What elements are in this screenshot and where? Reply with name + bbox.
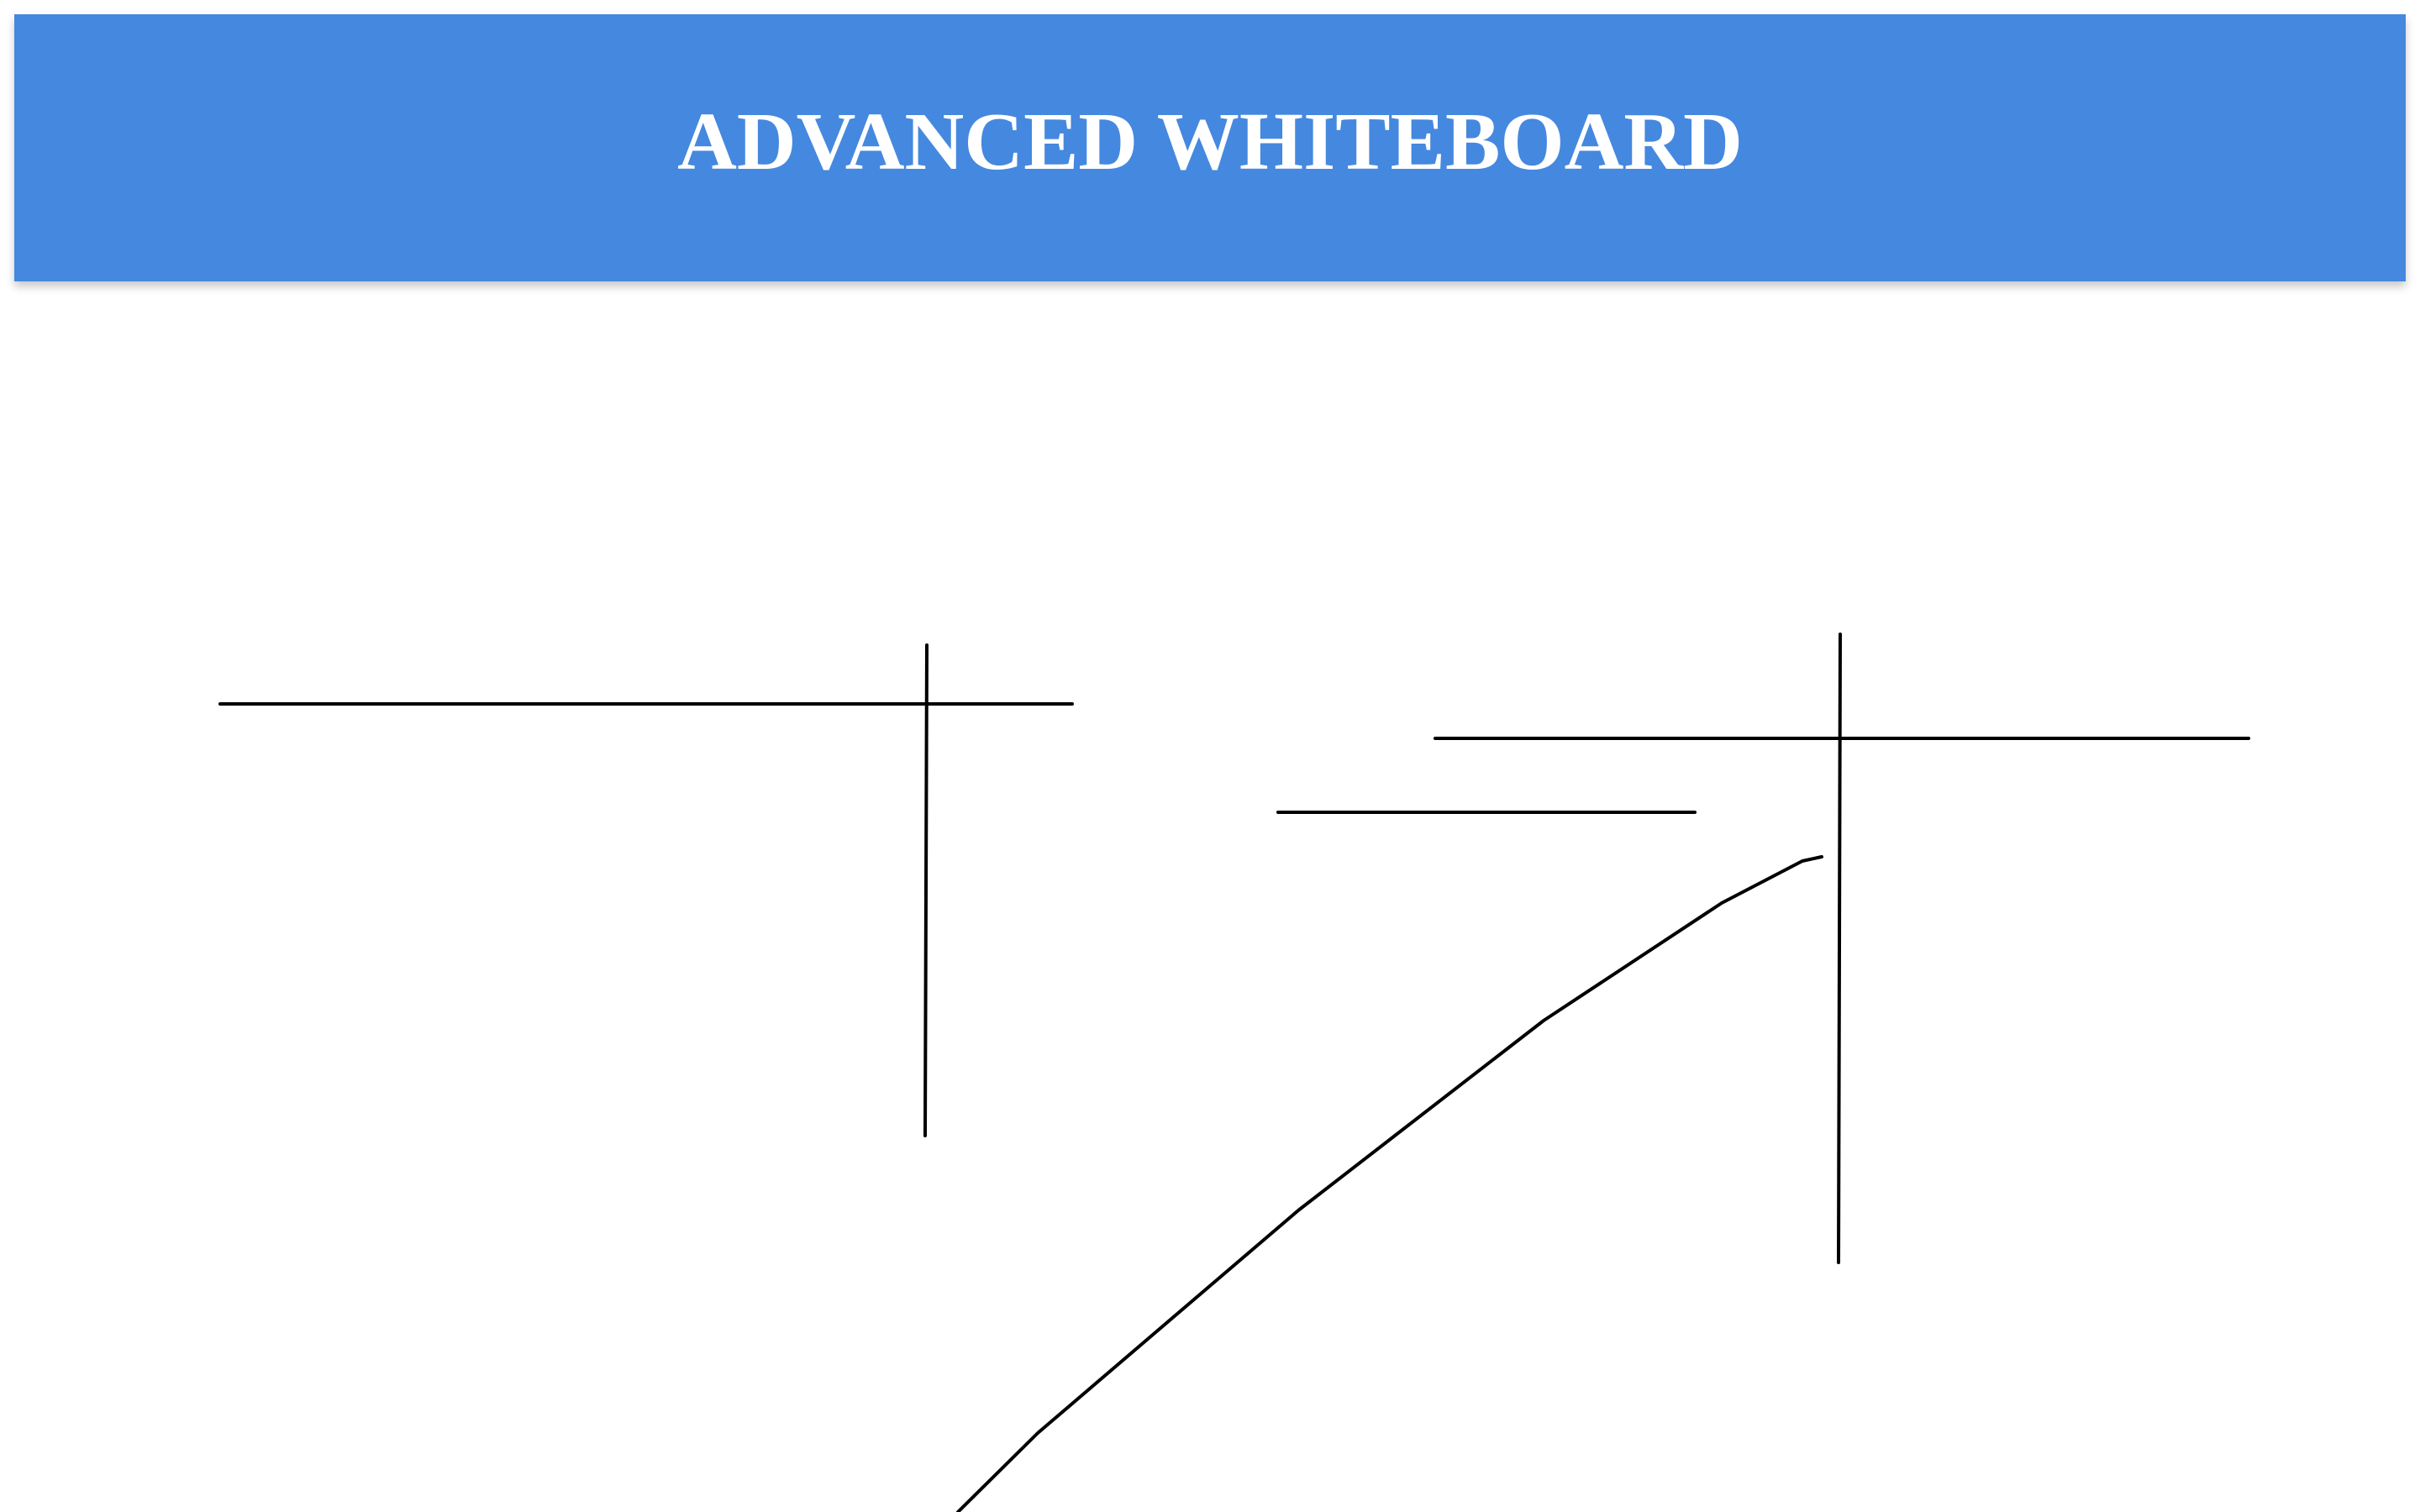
stroke-diagonal-curve bbox=[956, 855, 1823, 1512]
app-header: ADVANCED WHITEBOARD bbox=[14, 14, 2406, 281]
stroke-vertical-right bbox=[1837, 633, 1842, 1264]
app-title: ADVANCED WHITEBOARD bbox=[677, 97, 1743, 187]
stroke-vertical-left bbox=[923, 643, 929, 1137]
